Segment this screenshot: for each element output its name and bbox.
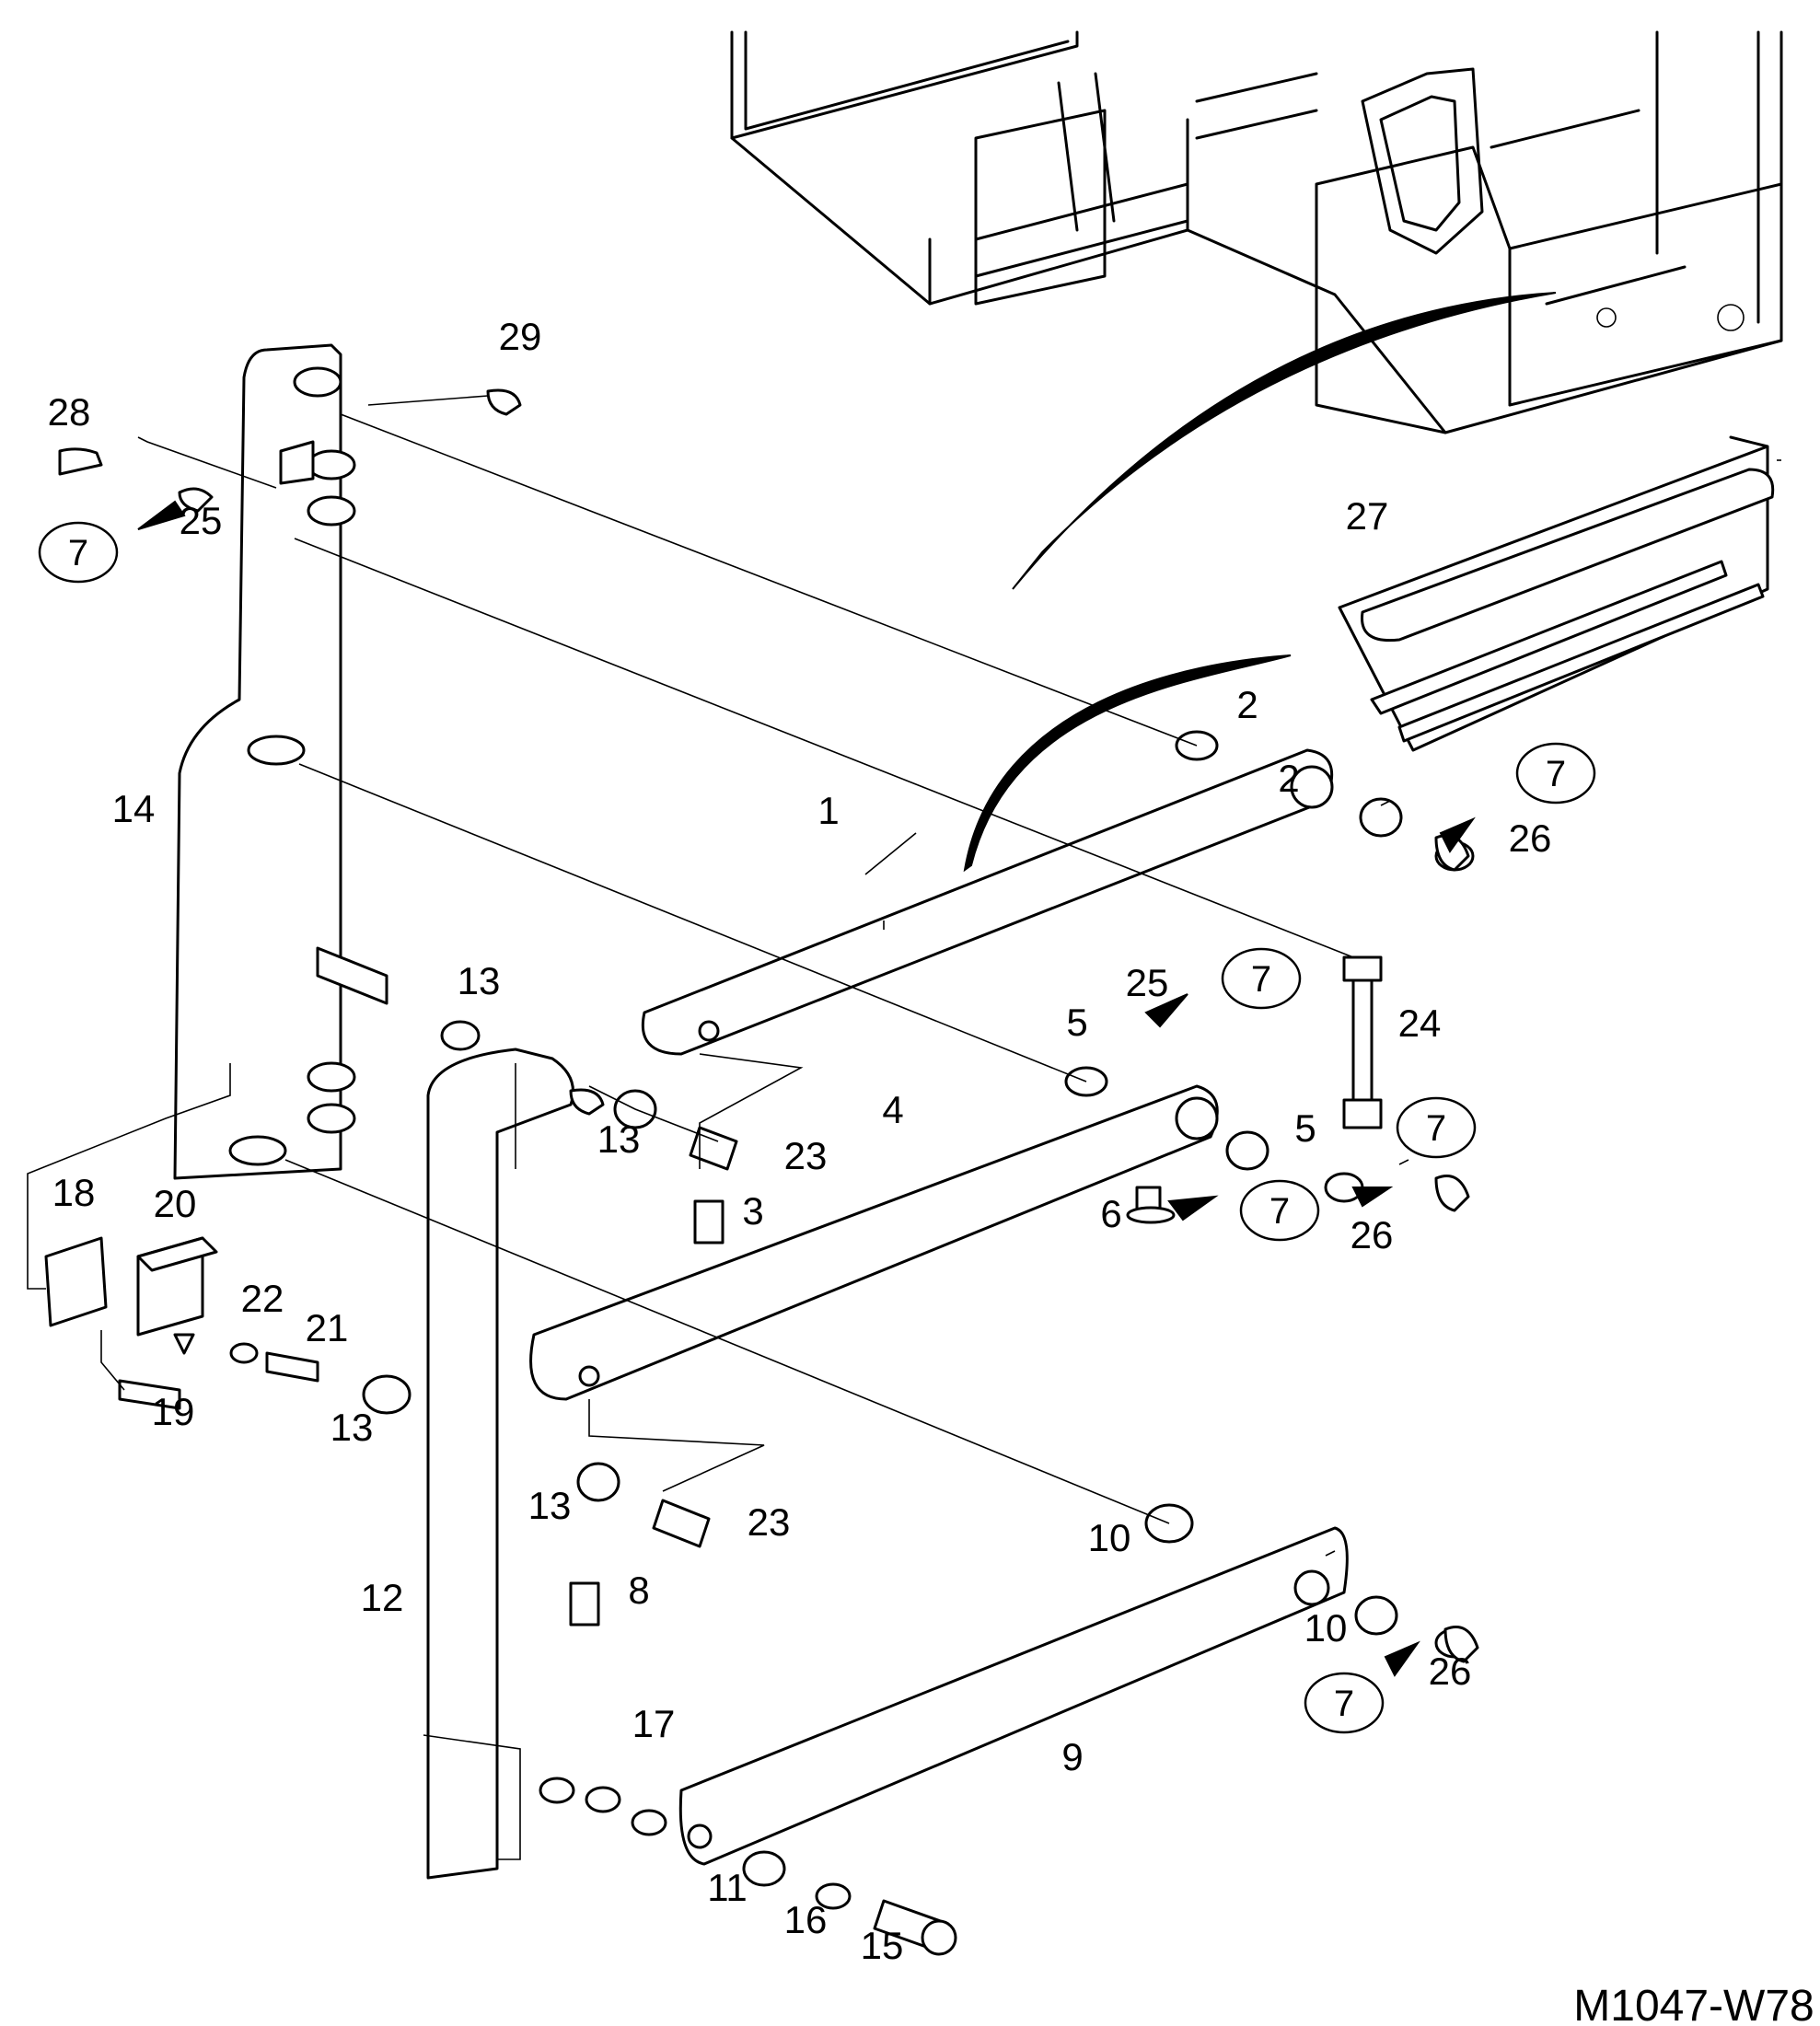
link-arm-1 [641, 748, 1334, 1056]
callout-c2b: 2 [1278, 757, 1299, 800]
rail-part-27 [1338, 435, 1775, 752]
circled-callout-ring [1396, 1096, 1477, 1159]
vertical-arm-12 [426, 1048, 574, 1880]
solenoid-assembly [44, 1236, 319, 1410]
callout-c14: 14 [112, 787, 156, 830]
callout-c5a: 5 [1066, 1001, 1087, 1044]
callout-c27: 27 [1346, 494, 1389, 538]
callout-c5b: 5 [1294, 1106, 1316, 1150]
callout-c9: 9 [1061, 1735, 1083, 1778]
callout-c10b: 10 [1304, 1606, 1348, 1650]
link-arm-9 [678, 1526, 1349, 1866]
circled-callout-ring [1304, 1672, 1385, 1734]
callout-c16: 16 [784, 1898, 828, 1941]
circled-callout-k1: 7 [38, 521, 119, 584]
callout-c22: 22 [241, 1277, 284, 1320]
callout-labels: 1223455689101011121313131314151617181920… [48, 315, 1552, 1967]
callout-c26a: 26 [1509, 816, 1552, 860]
circled-callout-label: 7 [1251, 959, 1271, 1000]
side-plate-14 [173, 343, 388, 1180]
callout-c26c: 26 [1429, 1650, 1472, 1693]
callout-c2a: 2 [1236, 683, 1258, 726]
callout-c8: 8 [628, 1569, 649, 1612]
circled-callout-k3: 7 [1221, 947, 1302, 1010]
callout-c10a: 10 [1088, 1516, 1131, 1559]
callout-c23b: 23 [748, 1500, 791, 1544]
link-arm-4 [529, 1084, 1219, 1401]
leader-arrows [963, 292, 1557, 873]
callout-c11: 11 [707, 1866, 748, 1909]
callout-c3: 3 [742, 1189, 763, 1233]
circled-callout-ring [1515, 742, 1596, 805]
circled-callout-k5: 7 [1239, 1179, 1320, 1242]
circled-callout-label: 7 [1269, 1191, 1290, 1232]
callout-c17: 17 [632, 1702, 676, 1745]
circled-callout-label: 7 [1334, 1684, 1354, 1724]
callout-c4: 4 [882, 1088, 903, 1131]
callout-c12: 12 [361, 1576, 404, 1619]
callout-c20: 20 [154, 1182, 197, 1225]
circled-callout-ring [1239, 1179, 1320, 1242]
machine-frame [730, 30, 1783, 434]
callout-c21: 21 [306, 1306, 349, 1349]
callout-c23a: 23 [784, 1134, 828, 1177]
callout-c28: 28 [48, 390, 91, 434]
callout-c6: 6 [1100, 1192, 1121, 1235]
callout-c24: 24 [1398, 1001, 1442, 1045]
leader-lines [27, 395, 1781, 1860]
callout-c18: 18 [52, 1171, 96, 1214]
circled-callout-label: 7 [1426, 1108, 1446, 1149]
circled-callout-ring [1221, 947, 1302, 1010]
circled-callout-label: 7 [68, 533, 88, 573]
drawing-code: M1047-W78 [1573, 1982, 1814, 2026]
callout-c13d: 13 [528, 1484, 572, 1527]
circled-callout-label: 7 [1546, 754, 1566, 794]
circled-callout-k4: 7 [1396, 1096, 1477, 1159]
callout-c25b: 25 [1126, 961, 1169, 1004]
circled-callout-k6: 7 [1304, 1672, 1385, 1734]
callout-c13c: 13 [330, 1406, 374, 1449]
circled-callouts: 7 7 7 7 7 7 [38, 521, 1596, 1734]
callout-c26b: 26 [1351, 1213, 1394, 1256]
callout-c29: 29 [499, 315, 542, 358]
callout-c25a: 25 [180, 499, 223, 542]
circled-callout-k2: 7 [1515, 742, 1596, 805]
callout-c13a: 13 [458, 959, 501, 1002]
callout-c15: 15 [861, 1924, 904, 1967]
callout-c19: 19 [152, 1390, 195, 1433]
callout-c13b: 13 [597, 1117, 641, 1161]
callout-c1: 1 [817, 789, 839, 832]
pointer-arrows [137, 500, 1476, 1677]
hardware [58, 388, 1479, 1956]
circled-callout-ring [38, 521, 119, 584]
